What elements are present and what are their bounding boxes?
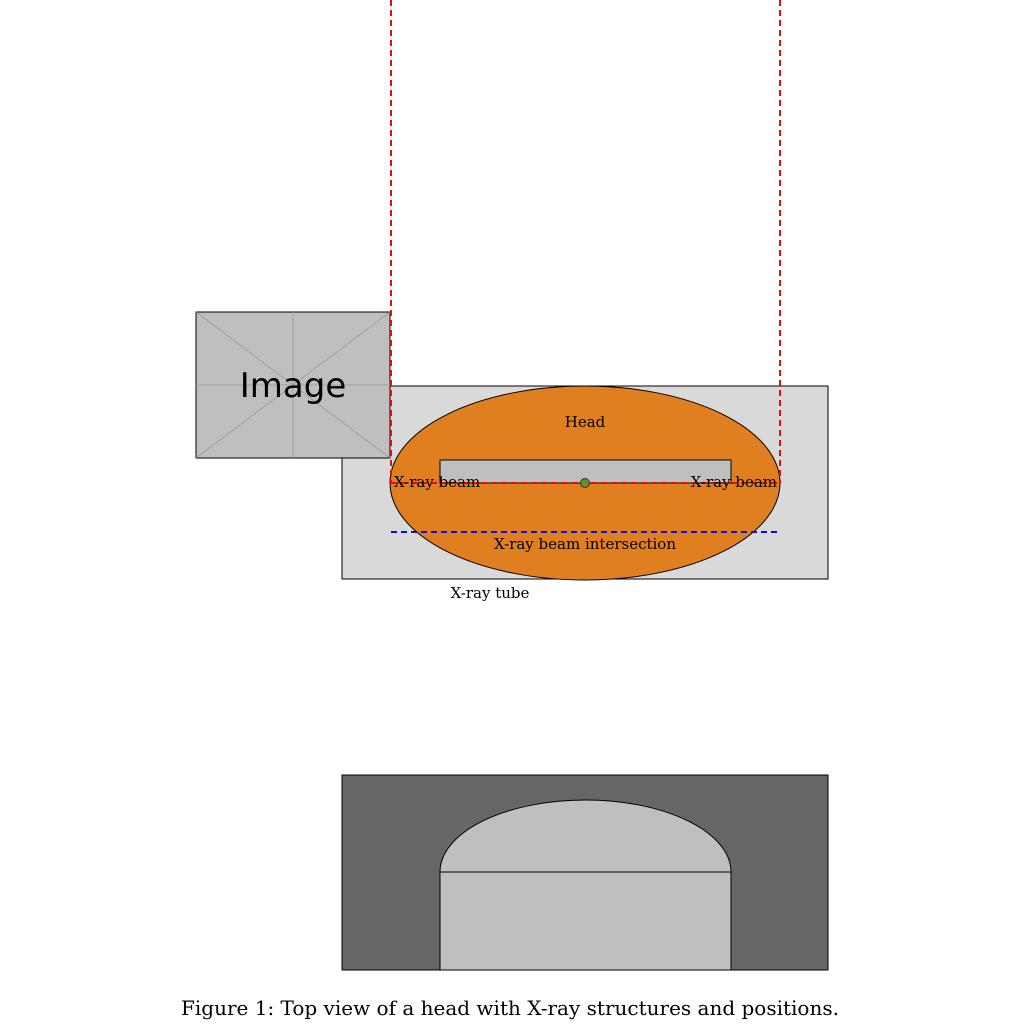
image-placeholder: Image [195, 311, 391, 459]
image-placeholder-label: Image [240, 366, 346, 406]
xray-tube-label: X-ray tube [451, 584, 530, 602]
xray-beam-right-label: X-ray beam [691, 473, 777, 491]
xray-beam-left-label: X-ray beam [394, 473, 480, 491]
center-marker [580, 478, 590, 488]
figure-caption: Figure 1: Top view of a head with X-ray … [181, 996, 839, 1020]
head-label: Head [565, 413, 606, 431]
intersection-label: X-ray beam intersection [494, 535, 676, 553]
arch-dome [439, 799, 732, 873]
arch-base [439, 871, 732, 971]
